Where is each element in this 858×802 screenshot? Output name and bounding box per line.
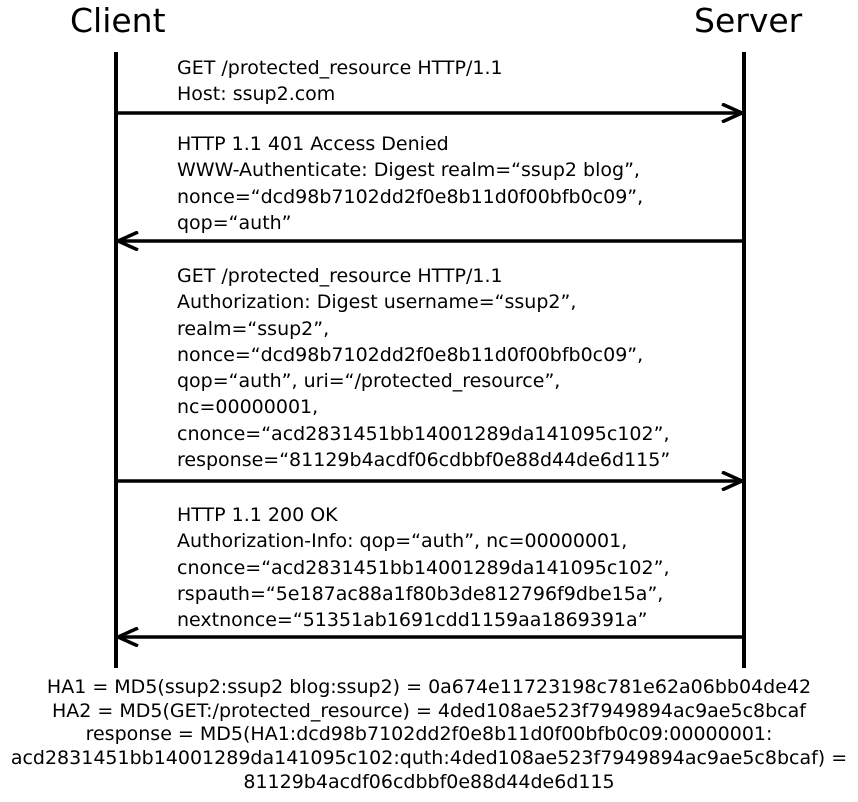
message-line: Host: ssup2.com — [177, 83, 336, 106]
message-line: HTTP 1.1 401 Access Denied — [177, 133, 449, 155]
message-line: GET /protected_resource HTTP/1.1 — [177, 265, 503, 287]
hash-formulas: HA1 = MD5(ssup2:ssup2 blog:ssup2) = 0a67… — [0, 676, 858, 794]
message-line: qop=“auth”, uri=“/protected_resource”, — [177, 370, 561, 393]
message-line: WWW-Authenticate: Digest realm=“ssup2 bl… — [177, 159, 640, 182]
formula-line-ha2: HA2 = MD5(GET:/protected_resource) = 4de… — [52, 699, 806, 722]
message-line: cnonce=“acd2831451bb14001289da141095c102… — [177, 556, 670, 579]
message-line: nonce=“dcd98b7102dd2f0e8b11d0f00bfb0c09”… — [177, 185, 644, 208]
formula-line-response: response = MD5(HA1:dcd98b7102dd2f0e8b11d… — [85, 723, 773, 746]
message-line: nonce=“dcd98b7102dd2f0e8b11d0f00bfb0c09”… — [177, 343, 644, 366]
message-line: nc=00000001, — [177, 396, 319, 419]
client-lifeline — [114, 52, 118, 668]
server-lifeline — [742, 52, 746, 668]
message-line: HTTP 1.1 200 OK — [177, 504, 338, 526]
formula-line-response-result: 81129b4acdf06cdbbf0e88d44de6d115 — [243, 770, 615, 793]
arrow-right-request-1 — [114, 103, 746, 123]
message-response-401: HTTP 1.1 401 Access Denied WWW-Authentic… — [177, 131, 643, 236]
server-actor-label: Server — [694, 1, 803, 40]
message-request-1: GET /protected_resource HTTP/1.1 Host: s… — [177, 55, 503, 108]
formula-line-response-cont: acd2831451bb14001289da141095c102:quth:4d… — [10, 747, 848, 770]
message-line: realm=“ssup2”, — [177, 317, 330, 340]
message-request-authorization: GET /protected_resource HTTP/1.1 Authori… — [177, 263, 670, 473]
message-line: qop=“auth” — [177, 211, 292, 234]
arrow-left-response-200 — [114, 627, 746, 647]
message-line: nextnonce=“51351ab1691cdd1159aa1869391a” — [177, 609, 648, 632]
message-line: Authorization-Info: qop=“auth”, nc=00000… — [177, 530, 628, 553]
message-line: GET /protected_resource HTTP/1.1 — [177, 57, 503, 79]
message-line: rspauth=“5e187ac88a1f80b3de812796f9dbe15… — [177, 582, 664, 605]
client-actor-label: Client — [70, 1, 166, 40]
message-line: cnonce=“acd2831451bb14001289da141095c102… — [177, 422, 670, 445]
message-line: response=“81129b4acdf06cdbbf0e88d44de6d1… — [177, 449, 671, 472]
arrow-right-request-authorization — [114, 471, 746, 491]
arrow-left-response-401 — [114, 231, 746, 251]
formula-line-ha1: HA1 = MD5(ssup2:ssup2 blog:ssup2) = 0a67… — [46, 676, 812, 698]
message-line: Authorization: Digest username=“ssup2”, — [177, 291, 577, 314]
message-response-200: HTTP 1.1 200 OK Authorization-Info: qop=… — [177, 502, 669, 633]
